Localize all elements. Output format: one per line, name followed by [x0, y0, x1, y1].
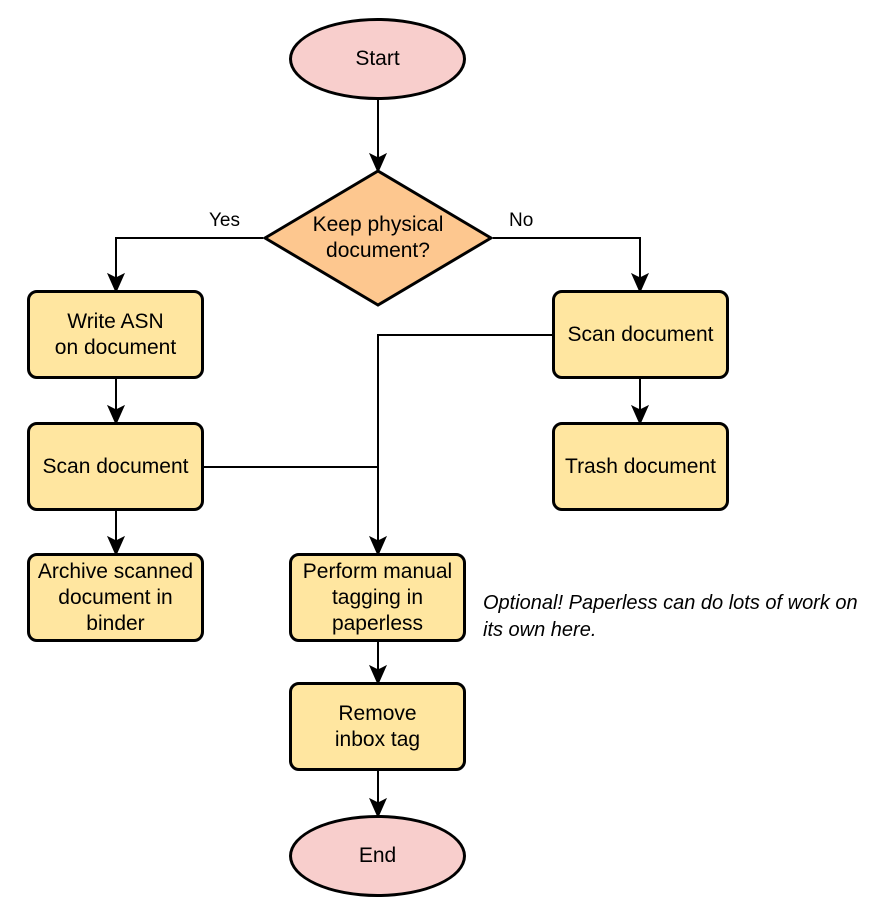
- edge-scan-left-to-archive: [106, 511, 126, 557]
- edge-scan-right-to-trash: [630, 379, 650, 426]
- edge-manual-tagging-to-remove-inbox-tag: [368, 642, 388, 686]
- node-scan-document-left[interactable]: Scan document: [27, 422, 204, 511]
- node-remove-inbox-tag[interactable]: Remove inbox tag: [289, 682, 466, 771]
- node-end[interactable]: End: [289, 815, 466, 897]
- node-decision-keep-physical-document[interactable]: Keep physical document?: [263, 169, 493, 307]
- decision-diamond-shape: [263, 169, 493, 307]
- node-start[interactable]: Start: [289, 18, 466, 100]
- node-trash-document[interactable]: Trash document: [552, 422, 729, 511]
- edge-label-no: No: [509, 210, 534, 231]
- node-archive-scanned-document-in-binder[interactable]: Archive scanned document in binder: [27, 553, 204, 642]
- edge-start-to-decision: [368, 100, 388, 174]
- edge-decision-yes-to-write-asn: [106, 237, 263, 294]
- edge-decision-no-to-scan-right: [493, 237, 650, 294]
- annotation-optional-note: Optional! Paperless can do lots of work …: [483, 592, 858, 641]
- edge-remove-inbox-tag-to-end: [368, 771, 388, 819]
- edge-label-yes: Yes: [209, 210, 240, 231]
- node-decision-label: Keep physical document?: [312, 213, 444, 262]
- node-perform-manual-tagging-in-paperless[interactable]: Perform manual tagging in paperless: [289, 553, 466, 642]
- edge-write-asn-to-scan-left: [106, 379, 126, 426]
- edge-scan-right-to-manual-tagging: [368, 334, 552, 557]
- node-scan-document-right[interactable]: Scan document: [552, 290, 729, 379]
- node-write-asn-on-document[interactable]: Write ASN on document: [27, 290, 204, 379]
